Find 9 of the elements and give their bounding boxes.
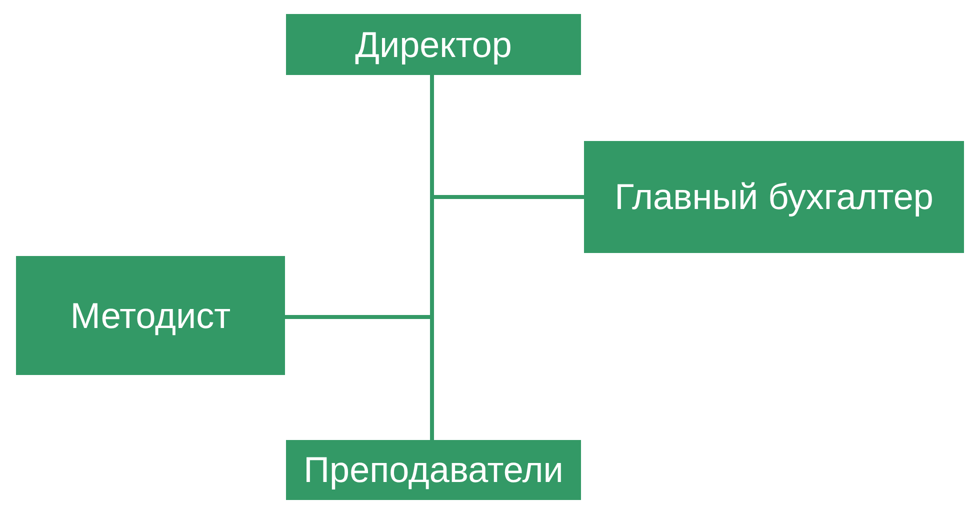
role-label: Главный бухгалтер — [614, 176, 934, 218]
role-label: Преподаватели — [304, 449, 564, 491]
role-box — [16, 256, 285, 375]
role-label: Директор — [355, 24, 512, 66]
connector-line — [430, 75, 434, 440]
role-box — [286, 440, 581, 500]
role-label: Методист — [70, 294, 231, 336]
role-box — [286, 14, 581, 75]
role-box — [584, 141, 964, 253]
